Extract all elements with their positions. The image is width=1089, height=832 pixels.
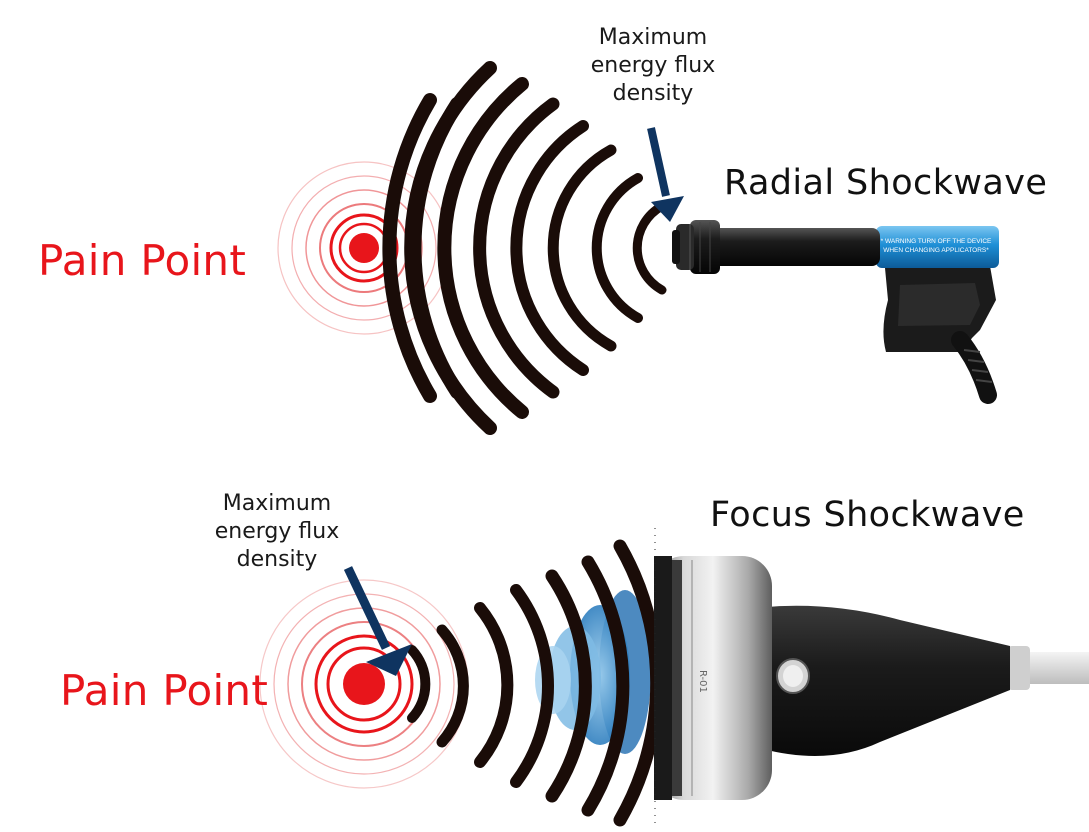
radial-pain-point-label: Pain Point <box>38 236 247 285</box>
focus-max-energy-annotation: Maximum energy flux density <box>202 490 352 574</box>
radial-shockwave-title: Radial Shockwave <box>724 163 1048 203</box>
radial-annotation-line-2: energy flux <box>590 53 716 78</box>
radial-max-energy-annotation: Maximum energy flux density <box>578 24 728 108</box>
focus-device-illustration: R-01 <box>654 556 1089 800</box>
radial-annotation-line-1: Maximum <box>598 25 708 50</box>
radial-wave-arcs <box>382 61 667 435</box>
focus-wave-arcs <box>407 539 664 827</box>
radial-annotation-line-3: density <box>612 81 694 106</box>
focus-annotation-line-3: density <box>236 547 318 572</box>
focus-down-arrow-icon <box>343 566 412 676</box>
radial-warning-line-2: WHEN CHANGING APPLICATORS* <box>883 247 989 254</box>
radial-warning-line-1: * WARNING TURN OFF THE DEVICE <box>881 238 992 245</box>
focus-annotation-line-1: Maximum <box>222 491 332 516</box>
focus-device-marking: R-01 <box>697 670 708 693</box>
radial-down-arrow-icon <box>647 127 684 222</box>
focus-shockwave-title: Focus Shockwave <box>710 495 1025 535</box>
radial-device-illustration <box>672 220 999 404</box>
focus-annotation-line-2: energy flux <box>214 519 340 544</box>
focus-pain-point-label: Pain Point <box>60 666 269 715</box>
